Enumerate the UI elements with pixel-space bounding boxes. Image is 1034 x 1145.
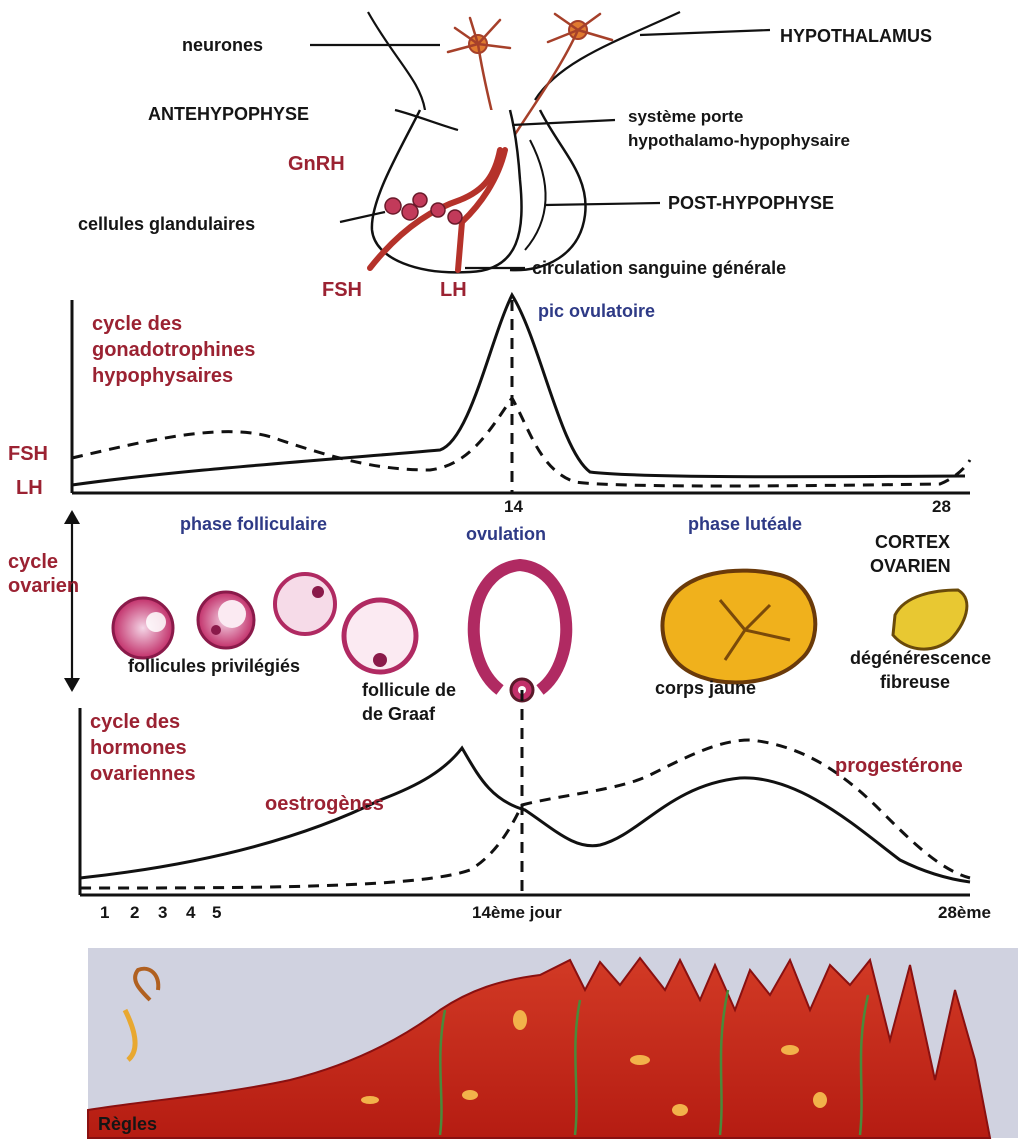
label-graaf-1: follicule de <box>362 680 456 700</box>
label-degeneration-2: fibreuse <box>880 672 950 692</box>
graafian-follicle <box>474 565 566 690</box>
label-follicular-phase: phase folliculaire <box>180 514 327 534</box>
label-neurones: neurones <box>182 35 263 55</box>
antehypophyse-lobe <box>372 110 522 272</box>
label-glandular-cells: cellules glandulaires <box>78 214 255 234</box>
gonado-title-1: cycle des <box>92 313 182 335</box>
hormone-title-3: ovariennes <box>90 763 196 785</box>
hormone-title-1: cycle des <box>90 711 180 733</box>
hormone-title-2: hormones <box>90 737 187 759</box>
label-estrogen: oestrogènes <box>265 793 384 815</box>
gonado-title-2: gonadotrophines <box>92 339 255 361</box>
label-lh-out: LH <box>440 279 467 301</box>
day-tick-2: 2 <box>130 903 139 922</box>
endometrium-section: Règles <box>88 948 1018 1138</box>
arrow-up-head <box>64 510 80 524</box>
label-portal-line1: système porte <box>628 107 743 126</box>
ovarian-cycle-section: cycle ovarien phase folliculaire ovulati… <box>8 510 991 724</box>
hypophysis-section: neurones HYPOTHALAMUS ANTEHYPOPHYSE GnRH… <box>78 12 932 301</box>
label-corpus-luteum: corps jaune <box>655 678 756 698</box>
fsh-curve <box>72 398 970 486</box>
posthypophyse-inner <box>525 140 546 250</box>
label-ovarien: ovarien <box>8 575 79 597</box>
day-tick-4: 4 <box>186 903 196 922</box>
label-portal-line2: hypothalamo-hypophysaire <box>628 131 850 150</box>
gonadotrophin-graph: cycle des gonadotrophines hypophysaires … <box>8 295 970 516</box>
day-tick-5: 5 <box>212 903 221 922</box>
label-ovarien-cortex: OVARIEN <box>870 556 951 576</box>
hypothalamus-outline-left <box>368 12 425 110</box>
arrow-down-head <box>64 678 80 692</box>
hypothalamus-outline-right <box>535 12 680 100</box>
label-antehypophyse: ANTEHYPOPHYSE <box>148 104 309 124</box>
day-28-label: 28ème <box>938 903 991 922</box>
day-tick-1: 1 <box>100 903 109 922</box>
day-14-label: 14ème jour <box>472 903 562 922</box>
label-ovulatory-peak: pic ovulatoire <box>538 301 655 321</box>
gonado-lh-label: LH <box>16 477 43 499</box>
label-circulation: circulation sanguine générale <box>532 258 786 278</box>
label-gnrh: GnRH <box>288 153 345 175</box>
label-luteal-phase: phase lutéale <box>688 514 802 534</box>
label-graaf-2: de Graaf <box>362 704 436 724</box>
ovarian-hormones-graph: cycle des hormones ovariennes oestrogène… <box>80 690 991 922</box>
label-progesterone: progestérone <box>835 755 963 777</box>
label-ovulation: ovulation <box>466 524 546 544</box>
pointer-hypothalamus <box>640 30 770 35</box>
label-fsh-out: FSH <box>322 279 362 301</box>
pointer-portal-system <box>512 120 615 125</box>
corpus-luteum <box>662 571 815 683</box>
gonado-tick-28: 28 <box>932 497 951 516</box>
pointer-posthypophyse <box>545 203 660 205</box>
growing-follicles <box>113 565 566 701</box>
gonado-tick-14: 14 <box>504 497 523 516</box>
label-cycle: cycle <box>8 551 58 573</box>
label-hypothalamus: HYPOTHALAMUS <box>780 26 932 46</box>
label-posthypophyse: POST-HYPOPHYSE <box>668 193 834 213</box>
label-follicles: follicules privilégiés <box>128 656 300 676</box>
label-cortex: CORTEX <box>875 532 950 552</box>
day-tick-3: 3 <box>158 903 167 922</box>
gonado-title-3: hypophysaires <box>92 365 233 387</box>
label-degeneration-1: dégénérescence <box>850 648 991 668</box>
label-menses: Règles <box>98 1114 157 1134</box>
follicle-3 <box>275 574 335 634</box>
fibrous-degeneration <box>893 590 967 649</box>
lh-curve <box>72 295 965 485</box>
gonado-fsh-label: FSH <box>8 443 48 465</box>
